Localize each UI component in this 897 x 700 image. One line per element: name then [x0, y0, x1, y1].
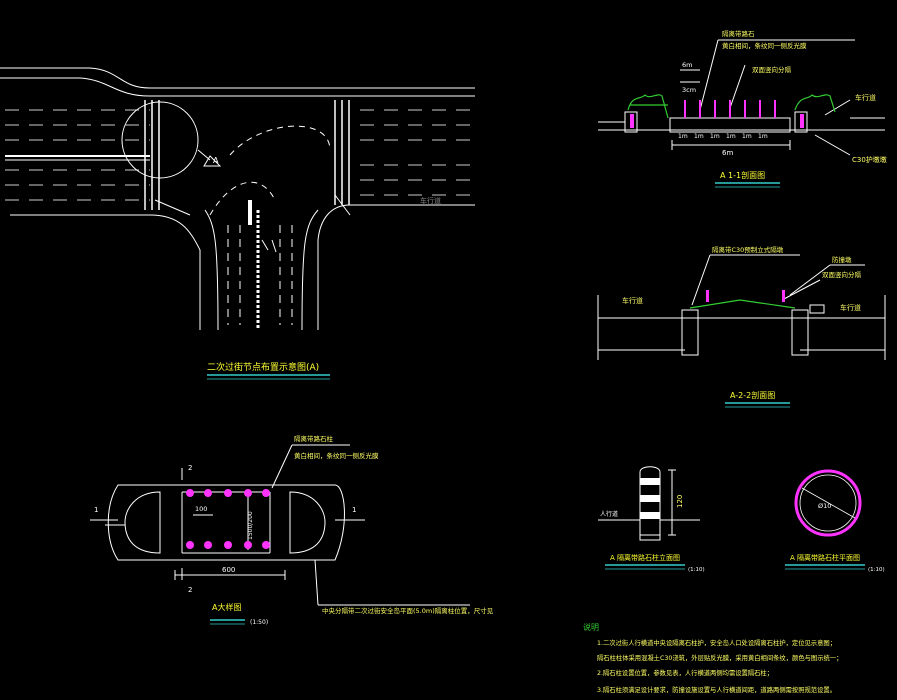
s11-dim-1m-b: 1m: [694, 133, 704, 140]
s11-title: A 1-1剖面图: [720, 170, 765, 180]
s11-dim-1m-c: 1m: [710, 133, 720, 140]
plan-view: [0, 67, 475, 331]
da-callout-2: 中央分隔带二次过街安全岛平面(5.0m)隔离柱位置，尺寸见: [322, 606, 494, 615]
s11-callout-1: 黄白相间，条纹同一侧反光膜: [722, 41, 807, 50]
notes-line-0: 1.二次过街人行横道中央设隔离石柱护，安全岛人口处设隔离石柱护，定位见示意图；: [597, 638, 836, 647]
bollard-plan-dia: Ø10: [818, 502, 831, 510]
s11-right-label: 车行道: [855, 93, 876, 102]
notes-line-2: 2.隔石柱设置位置，参数见表，人行横道两侧均需设置隔石柱；: [597, 668, 773, 677]
s22-right-road: 车行道: [840, 303, 861, 312]
section-2-2: [597, 254, 886, 360]
bollard-elevation: [598, 466, 700, 541]
bollard-stripes: [640, 478, 660, 519]
plan-north-label: A: [213, 156, 219, 165]
s11-callout-2: 双面竖向分隔: [752, 65, 792, 74]
s11-dim-1m-d: 1m: [726, 133, 736, 140]
da-mark-1-left: 1: [94, 506, 98, 514]
s11-foot-label: C30护墩墩: [852, 155, 887, 164]
da-mark-1-right: 1: [352, 506, 356, 514]
plan-road-note: 车行道: [420, 196, 441, 205]
notes-line-1: 隔石柱柱体采用混凝土C30浇筑，外层贴反光膜，采用黄白相间条纹，颜色与图示统一；: [597, 653, 842, 662]
da-dim-vert: 1500/200: [247, 511, 254, 540]
plan-title: 二次过街节点布置示意图(A): [207, 361, 319, 373]
s11-dim-1m-f: 1m: [758, 133, 768, 140]
bollard-left-label: 人行道: [600, 510, 618, 518]
s22-callout-1: 防撞墩: [832, 255, 852, 264]
bollard-plan: [794, 469, 862, 537]
da-scale: (1:50): [250, 619, 268, 626]
detail-a: [90, 444, 470, 606]
s22-title: A-2-2剖面图: [730, 390, 775, 400]
bollard-plan-title: A 隔离带路石柱平面图: [790, 553, 860, 562]
da-dim-100: 100: [195, 505, 207, 513]
da-mark-2-bottom: 2: [188, 586, 192, 594]
s11-callout-0: 隔离带路石: [722, 29, 755, 38]
da-title: A大样图: [212, 602, 241, 612]
s22-callout-0: 隔离带C30预制立式隔墩: [712, 245, 784, 254]
detail-a-bollards: [186, 489, 270, 549]
s11-dim-1m-e: 1m: [742, 133, 752, 140]
section-1-1: [598, 39, 885, 156]
bollard-dim: 120: [676, 495, 684, 508]
s22-callout-2: 双面竖向分隔: [822, 270, 862, 279]
notes-heading: 说明: [583, 622, 599, 632]
s22-median-surface: [689, 299, 796, 309]
s11-dim-3cm: 3cm: [682, 86, 696, 94]
s11-dim-6m: 6m: [722, 149, 733, 157]
da-callout-0: 隔离带路石柱: [294, 434, 334, 443]
da-callout-1: 黄白相间，条纹同一侧反光膜: [294, 451, 379, 460]
s11-dim-6m-top: 6m: [682, 61, 692, 69]
s22-left-road: 车行道: [622, 296, 643, 305]
bollard-title: A 隔离带路石柱立面图: [610, 553, 680, 562]
s11-dim-1m-a: 1m: [678, 133, 688, 140]
section-1-1-vegetation: [627, 94, 836, 119]
notes-line-3: 3.隔石柱须满足设计要求，防撞设施设置与人行横道间距，道路两侧需按照规范设置。: [597, 685, 836, 694]
da-dim-600: 600: [222, 566, 235, 574]
section-1-1-bollards: [684, 100, 776, 118]
bollard-scale: (1:10): [688, 567, 705, 573]
bollard-plan-scale: (1:10): [868, 567, 885, 573]
da-mark-2-top: 2: [188, 464, 192, 472]
